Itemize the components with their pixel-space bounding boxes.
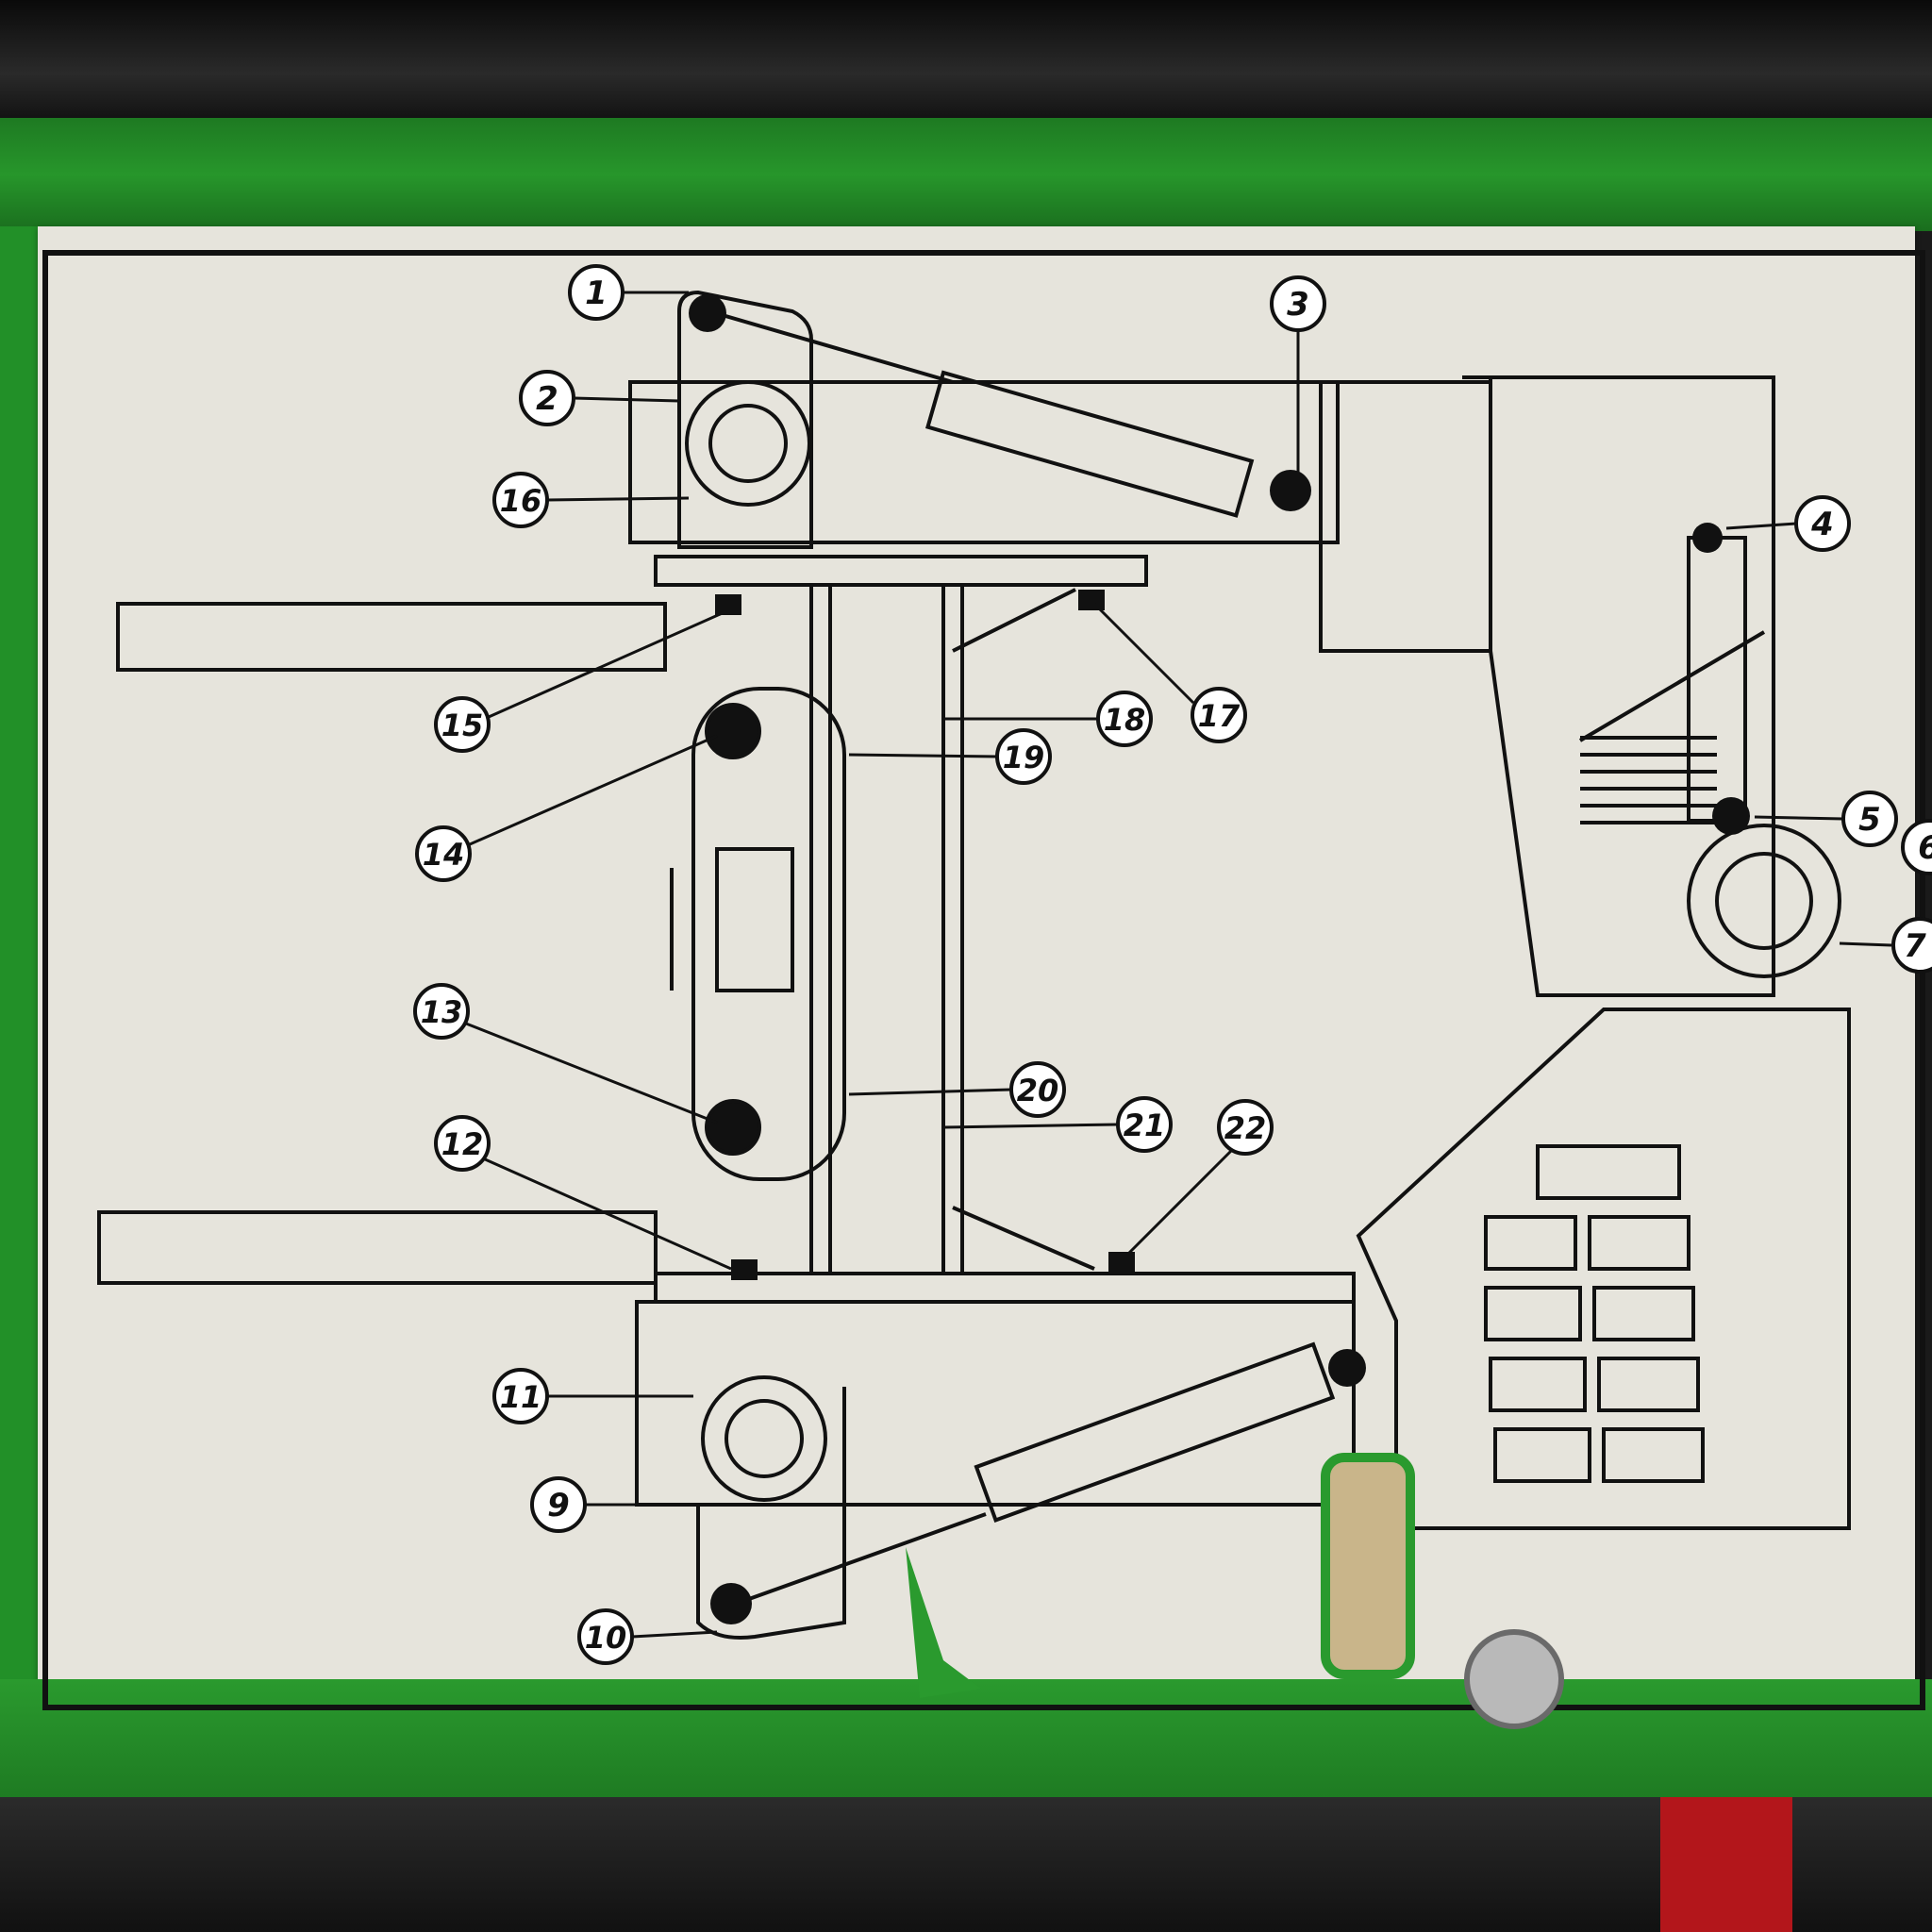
callout-18: 18 [1096, 691, 1153, 747]
hydraulic-tank [1319, 380, 1492, 653]
top-boom-head [677, 290, 813, 549]
engine-arm [1687, 536, 1747, 823]
engine-fins [1580, 736, 1717, 824]
callout-label: 13 [421, 994, 463, 1030]
callout-1: 1 [568, 264, 625, 321]
engine-flywheel-outer [1687, 824, 1841, 978]
bottom-bearing-inner [724, 1399, 804, 1478]
callout-label: 5 [1858, 801, 1881, 839]
bottom-boom-head [696, 1387, 846, 1640]
callout-label: 2 [536, 380, 558, 418]
bolts [689, 294, 1750, 1624]
callout-label: 14 [423, 837, 465, 873]
callout-9: 9 [530, 1476, 587, 1533]
callout-2: 2 [519, 370, 575, 426]
callout-16: 16 [492, 472, 549, 528]
callout-label: 1 [585, 275, 608, 312]
callout-label: 16 [500, 483, 542, 519]
worn-patch [1321, 1453, 1415, 1679]
callout-6: 6 [1901, 819, 1932, 875]
leader-lines [465, 291, 1892, 1639]
callout-label: 11 [500, 1379, 542, 1415]
chain-block [715, 847, 794, 992]
chain-track [691, 687, 846, 1181]
diagram-border [42, 250, 1925, 1710]
callout-22: 22 [1217, 1099, 1274, 1156]
control-panel [1356, 1008, 1851, 1530]
callout-4: 4 [1794, 495, 1851, 552]
callout-label: 19 [1003, 740, 1045, 775]
callout-label: 3 [1287, 286, 1309, 324]
top-outrigger [116, 602, 667, 672]
callout-label: 9 [547, 1487, 570, 1524]
callout-label: 4 [1810, 506, 1834, 543]
callout-label: 15 [441, 708, 484, 743]
callout-12: 12 [434, 1115, 491, 1172]
callout-17: 17 [1191, 687, 1247, 743]
top-cylinder-body [924, 370, 1255, 518]
bottom-sprocket [705, 1099, 761, 1156]
engine-housing [1462, 375, 1775, 997]
bottom-bearing-outer [701, 1375, 827, 1502]
bottom-cylinder-body [974, 1341, 1336, 1523]
callout-label: 22 [1224, 1110, 1267, 1146]
callout-7: 7 [1891, 917, 1932, 974]
paint-chip [906, 1547, 981, 1698]
callout-14: 14 [415, 825, 472, 882]
callout-label: 7 [1904, 927, 1926, 965]
callout-label: 17 [1198, 698, 1241, 734]
bottom-outrigger [97, 1210, 658, 1285]
green-frame-top [0, 118, 1932, 231]
top-boom [628, 380, 1340, 544]
callout-3: 3 [1270, 275, 1326, 332]
background-bottom [0, 1797, 1932, 1932]
bolt-head [1464, 1629, 1564, 1729]
top-cylinder-rod [702, 308, 954, 384]
engine-flywheel-inner [1715, 852, 1813, 950]
callout-20: 20 [1009, 1061, 1066, 1118]
callout-21: 21 [1116, 1096, 1173, 1153]
bottom-boom [635, 1300, 1356, 1507]
callout-label: 20 [1017, 1073, 1059, 1108]
callout-label: 18 [1104, 702, 1146, 738]
callout-11: 11 [492, 1368, 549, 1424]
bottom-crossbar [654, 1272, 1356, 1304]
callout-label: 21 [1124, 1108, 1166, 1143]
background-top [0, 0, 1932, 123]
callout-5: 5 [1841, 791, 1898, 847]
callout-13: 13 [413, 983, 470, 1040]
top-bearing-outer [685, 380, 811, 507]
green-frame-bottom [0, 1679, 1932, 1802]
callout-10: 10 [577, 1608, 634, 1665]
bottom-cylinder-rod [735, 1512, 987, 1606]
callout-label: 12 [441, 1126, 484, 1162]
control-buttons [1484, 1144, 1705, 1483]
callout-label: 6 [1918, 829, 1932, 867]
top-crossbar [654, 555, 1148, 587]
top-bearing-inner [708, 404, 788, 483]
callout-label: 10 [585, 1620, 627, 1656]
callout-15: 15 [434, 696, 491, 753]
red-part [1660, 1797, 1792, 1932]
callout-19: 19 [995, 728, 1052, 785]
callouts: 1 2 3 4 5 6 7 9 10 11 12 13 14 15 16 17 … [413, 264, 1932, 1665]
top-sprocket [705, 703, 761, 759]
